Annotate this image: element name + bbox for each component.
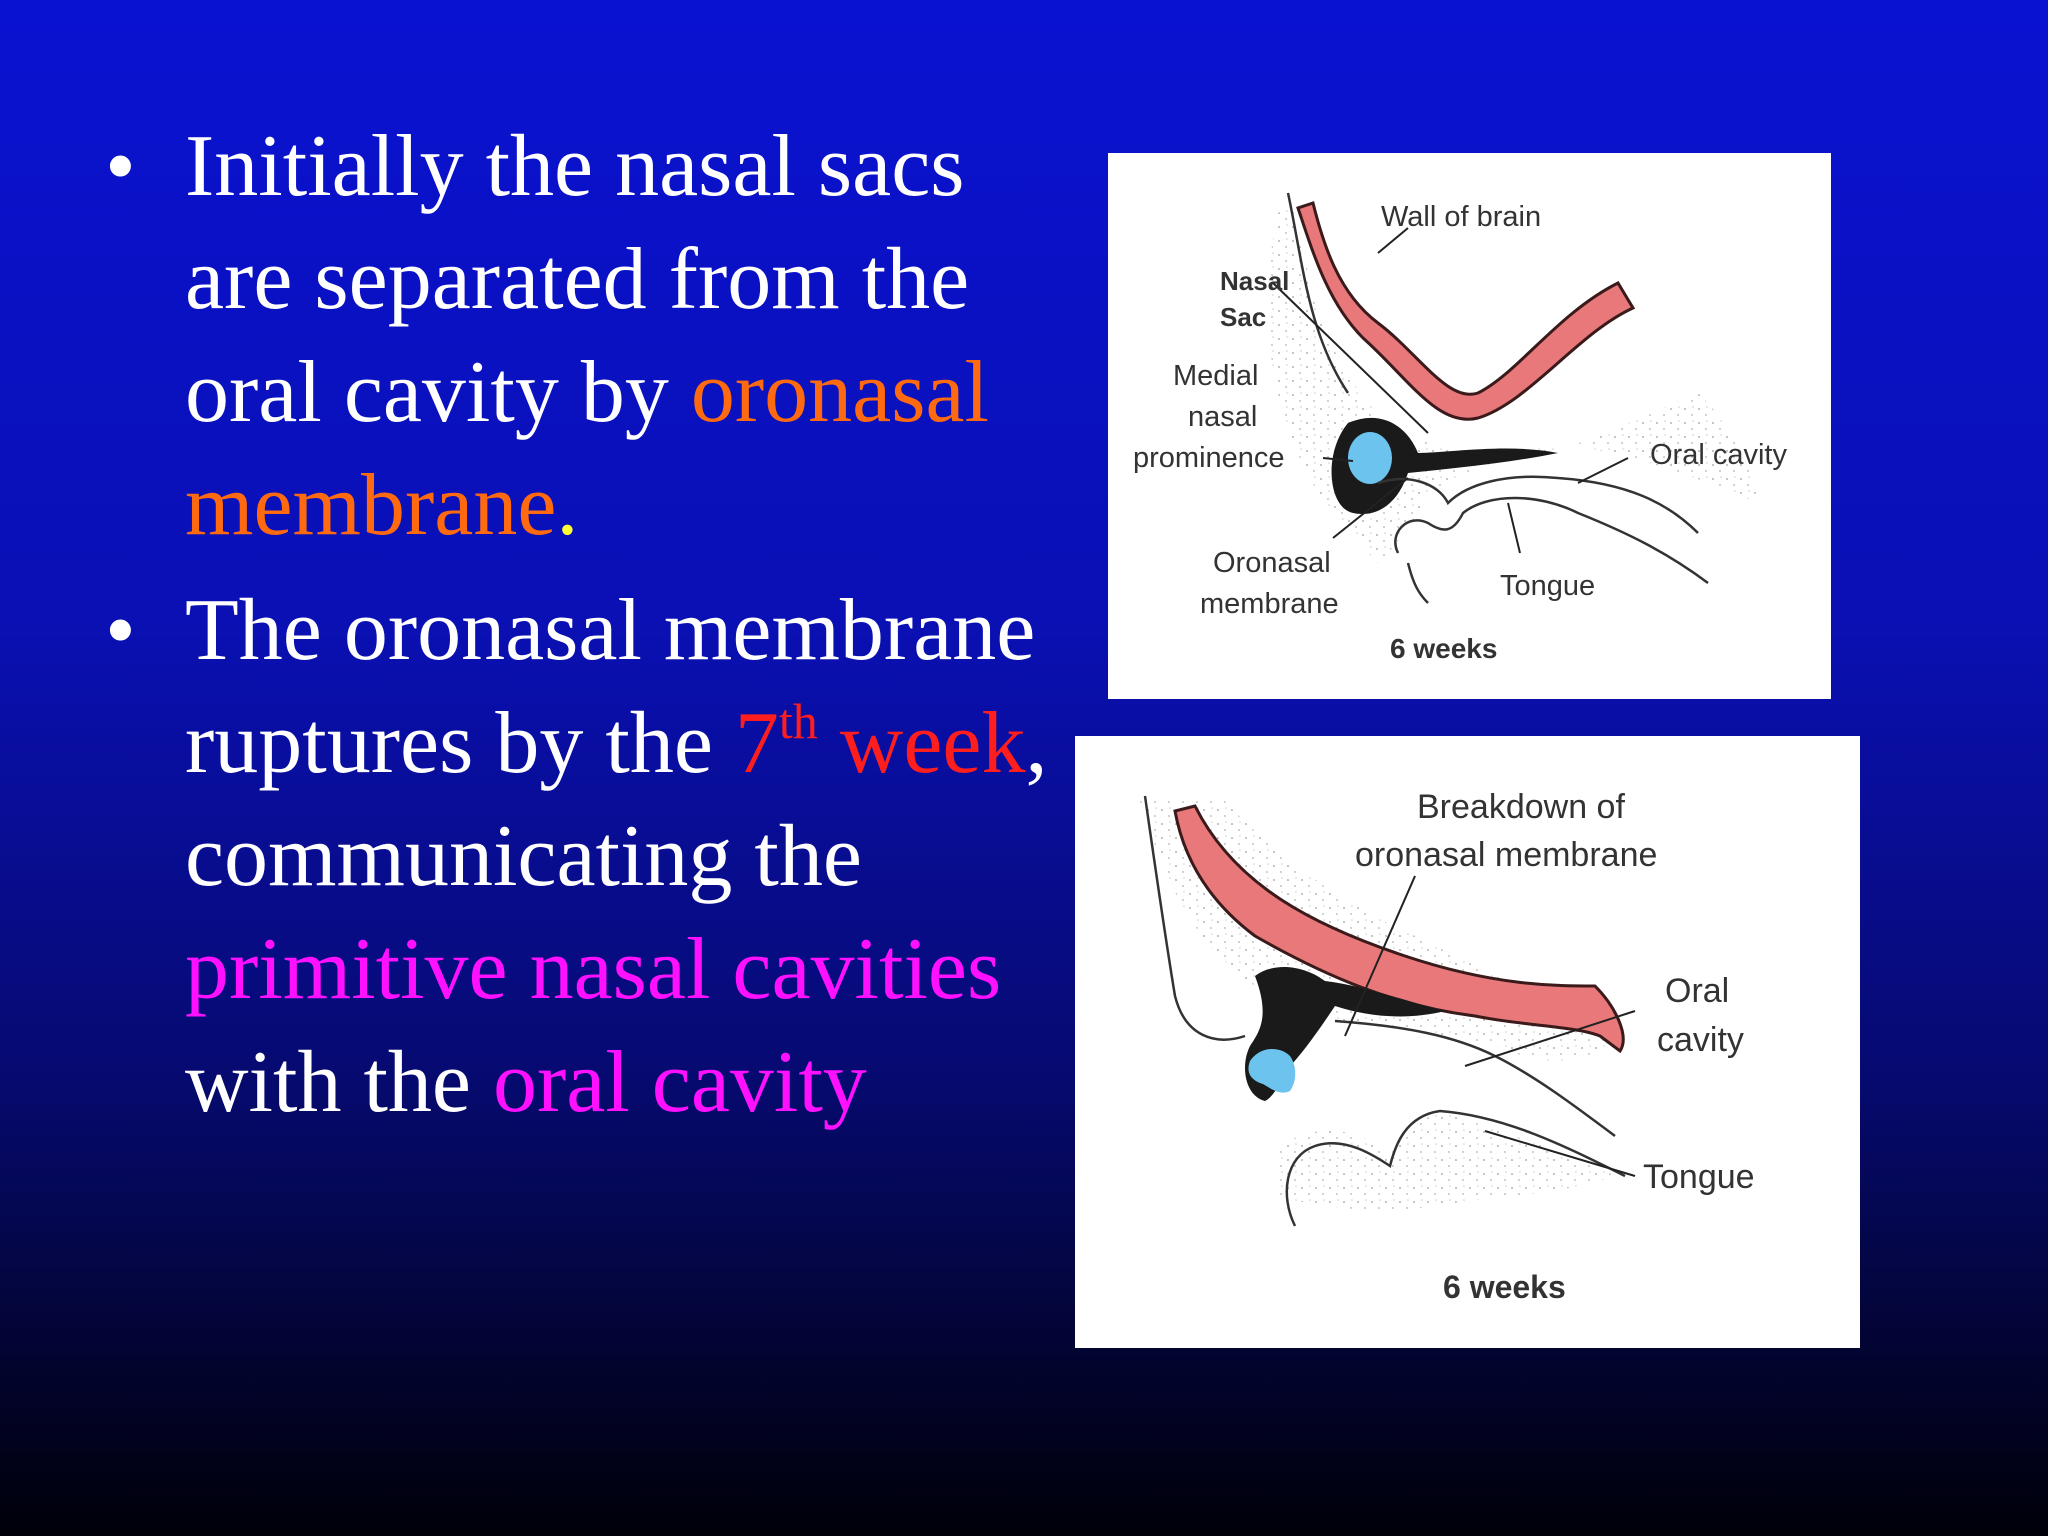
leader-oral-cavity — [1464, 1010, 1636, 1067]
bullet-dot: • — [105, 118, 136, 215]
diagram-bottom-svg: Breakdown of oronasal membrane Oral cavi… — [1140, 788, 1755, 1305]
label-nasal-sac-line1: Nasal — [1220, 266, 1289, 296]
leader-oronasal-membrane — [1332, 477, 1409, 539]
label-tongue: Tongue — [1643, 1158, 1755, 1196]
label-medial-line2: nasal — [1188, 401, 1257, 433]
bullet-2-text-c: with the — [185, 1034, 493, 1131]
label-oronasal-line1: Oronasal — [1213, 547, 1331, 579]
leader-tongue — [1507, 502, 1521, 554]
term-week-superscript: th — [778, 693, 818, 749]
tongue-outline — [1394, 496, 1709, 585]
nasal-passage-wall — [1245, 966, 1445, 1101]
label-wall-of-brain: Wall of brain — [1381, 201, 1541, 233]
face-outline — [1286, 192, 1350, 394]
brain-wall — [1296, 201, 1636, 421]
bullet-1: • Initially the nasal sacs are separated … — [105, 110, 1055, 562]
diagram-top-svg: Wall of brain Nasal Sac Medial nasal pro… — [1133, 192, 1787, 664]
term-primitive-nasal-cavities: primitive nasal cavities — [185, 921, 1002, 1018]
bullet-2: • The oronasal membrane ruptures by the 7… — [105, 574, 1055, 1139]
tongue-outline — [1285, 1109, 1626, 1227]
label-medial-line3: prominence — [1133, 442, 1285, 474]
term-oral-cavity: oral cavity — [492, 1034, 867, 1131]
leader-nasal-sac — [1272, 282, 1429, 434]
label-tongue: Tongue — [1500, 570, 1595, 602]
caption-bottom: 6 weeks — [1443, 1269, 1566, 1305]
bullet-1-text-a: Initially the nasal sacs are separated f… — [185, 118, 970, 441]
nasal-sac-wall — [1331, 417, 1558, 514]
leader-breakdown — [1344, 875, 1416, 1037]
diagram-6-weeks-oronasal-membrane: Wall of brain Nasal Sac Medial nasal pro… — [1108, 153, 1831, 699]
bullet-2-text-b: , communicating the — [185, 695, 1048, 905]
mesenchyme-lower — [1275, 1114, 1615, 1211]
leader-medial-nasal-prominence — [1322, 457, 1354, 462]
term-week-number: 7 — [734, 695, 779, 792]
leader-oral-cavity — [1577, 457, 1629, 484]
label-oral-line1: Oral — [1665, 972, 1729, 1010]
upper-jaw-outline — [1377, 475, 1699, 534]
bullet-dot: • — [105, 582, 136, 679]
bullet-2-text-a: The oronasal membrane ruptures by the — [185, 582, 1036, 792]
slide-text: • Initially the nasal sacs are separated … — [105, 110, 1055, 1151]
nasal-sac-lumen — [1348, 432, 1392, 484]
term-week: week — [817, 695, 1026, 792]
leader-tongue — [1484, 1130, 1636, 1177]
label-breakdown-line1: Breakdown of — [1417, 788, 1625, 826]
bullet-1-period: . — [556, 457, 579, 554]
oral-lip-outline — [1406, 562, 1429, 604]
label-breakdown-line2: oronasal membrane — [1355, 836, 1657, 874]
label-oral-cavity: Oral cavity — [1650, 439, 1787, 471]
caption-top: 6 weeks — [1390, 633, 1497, 664]
label-oral-line2: cavity — [1657, 1021, 1744, 1059]
leader-wall-of-brain — [1377, 227, 1409, 254]
label-oronasal-line2: membrane — [1200, 588, 1339, 620]
brain-wall — [1173, 804, 1625, 1054]
diagram-6-weeks-breakdown: Breakdown of oronasal membrane Oral cavi… — [1075, 736, 1860, 1348]
label-nasal-sac-line2: Sac — [1220, 302, 1266, 332]
label-medial-line1: Medial — [1173, 360, 1258, 392]
face-outline — [1143, 795, 1246, 1041]
term-oronasal-membrane: oronasal membrane — [185, 344, 989, 554]
nasal-cavity-lumen — [1248, 1049, 1296, 1093]
